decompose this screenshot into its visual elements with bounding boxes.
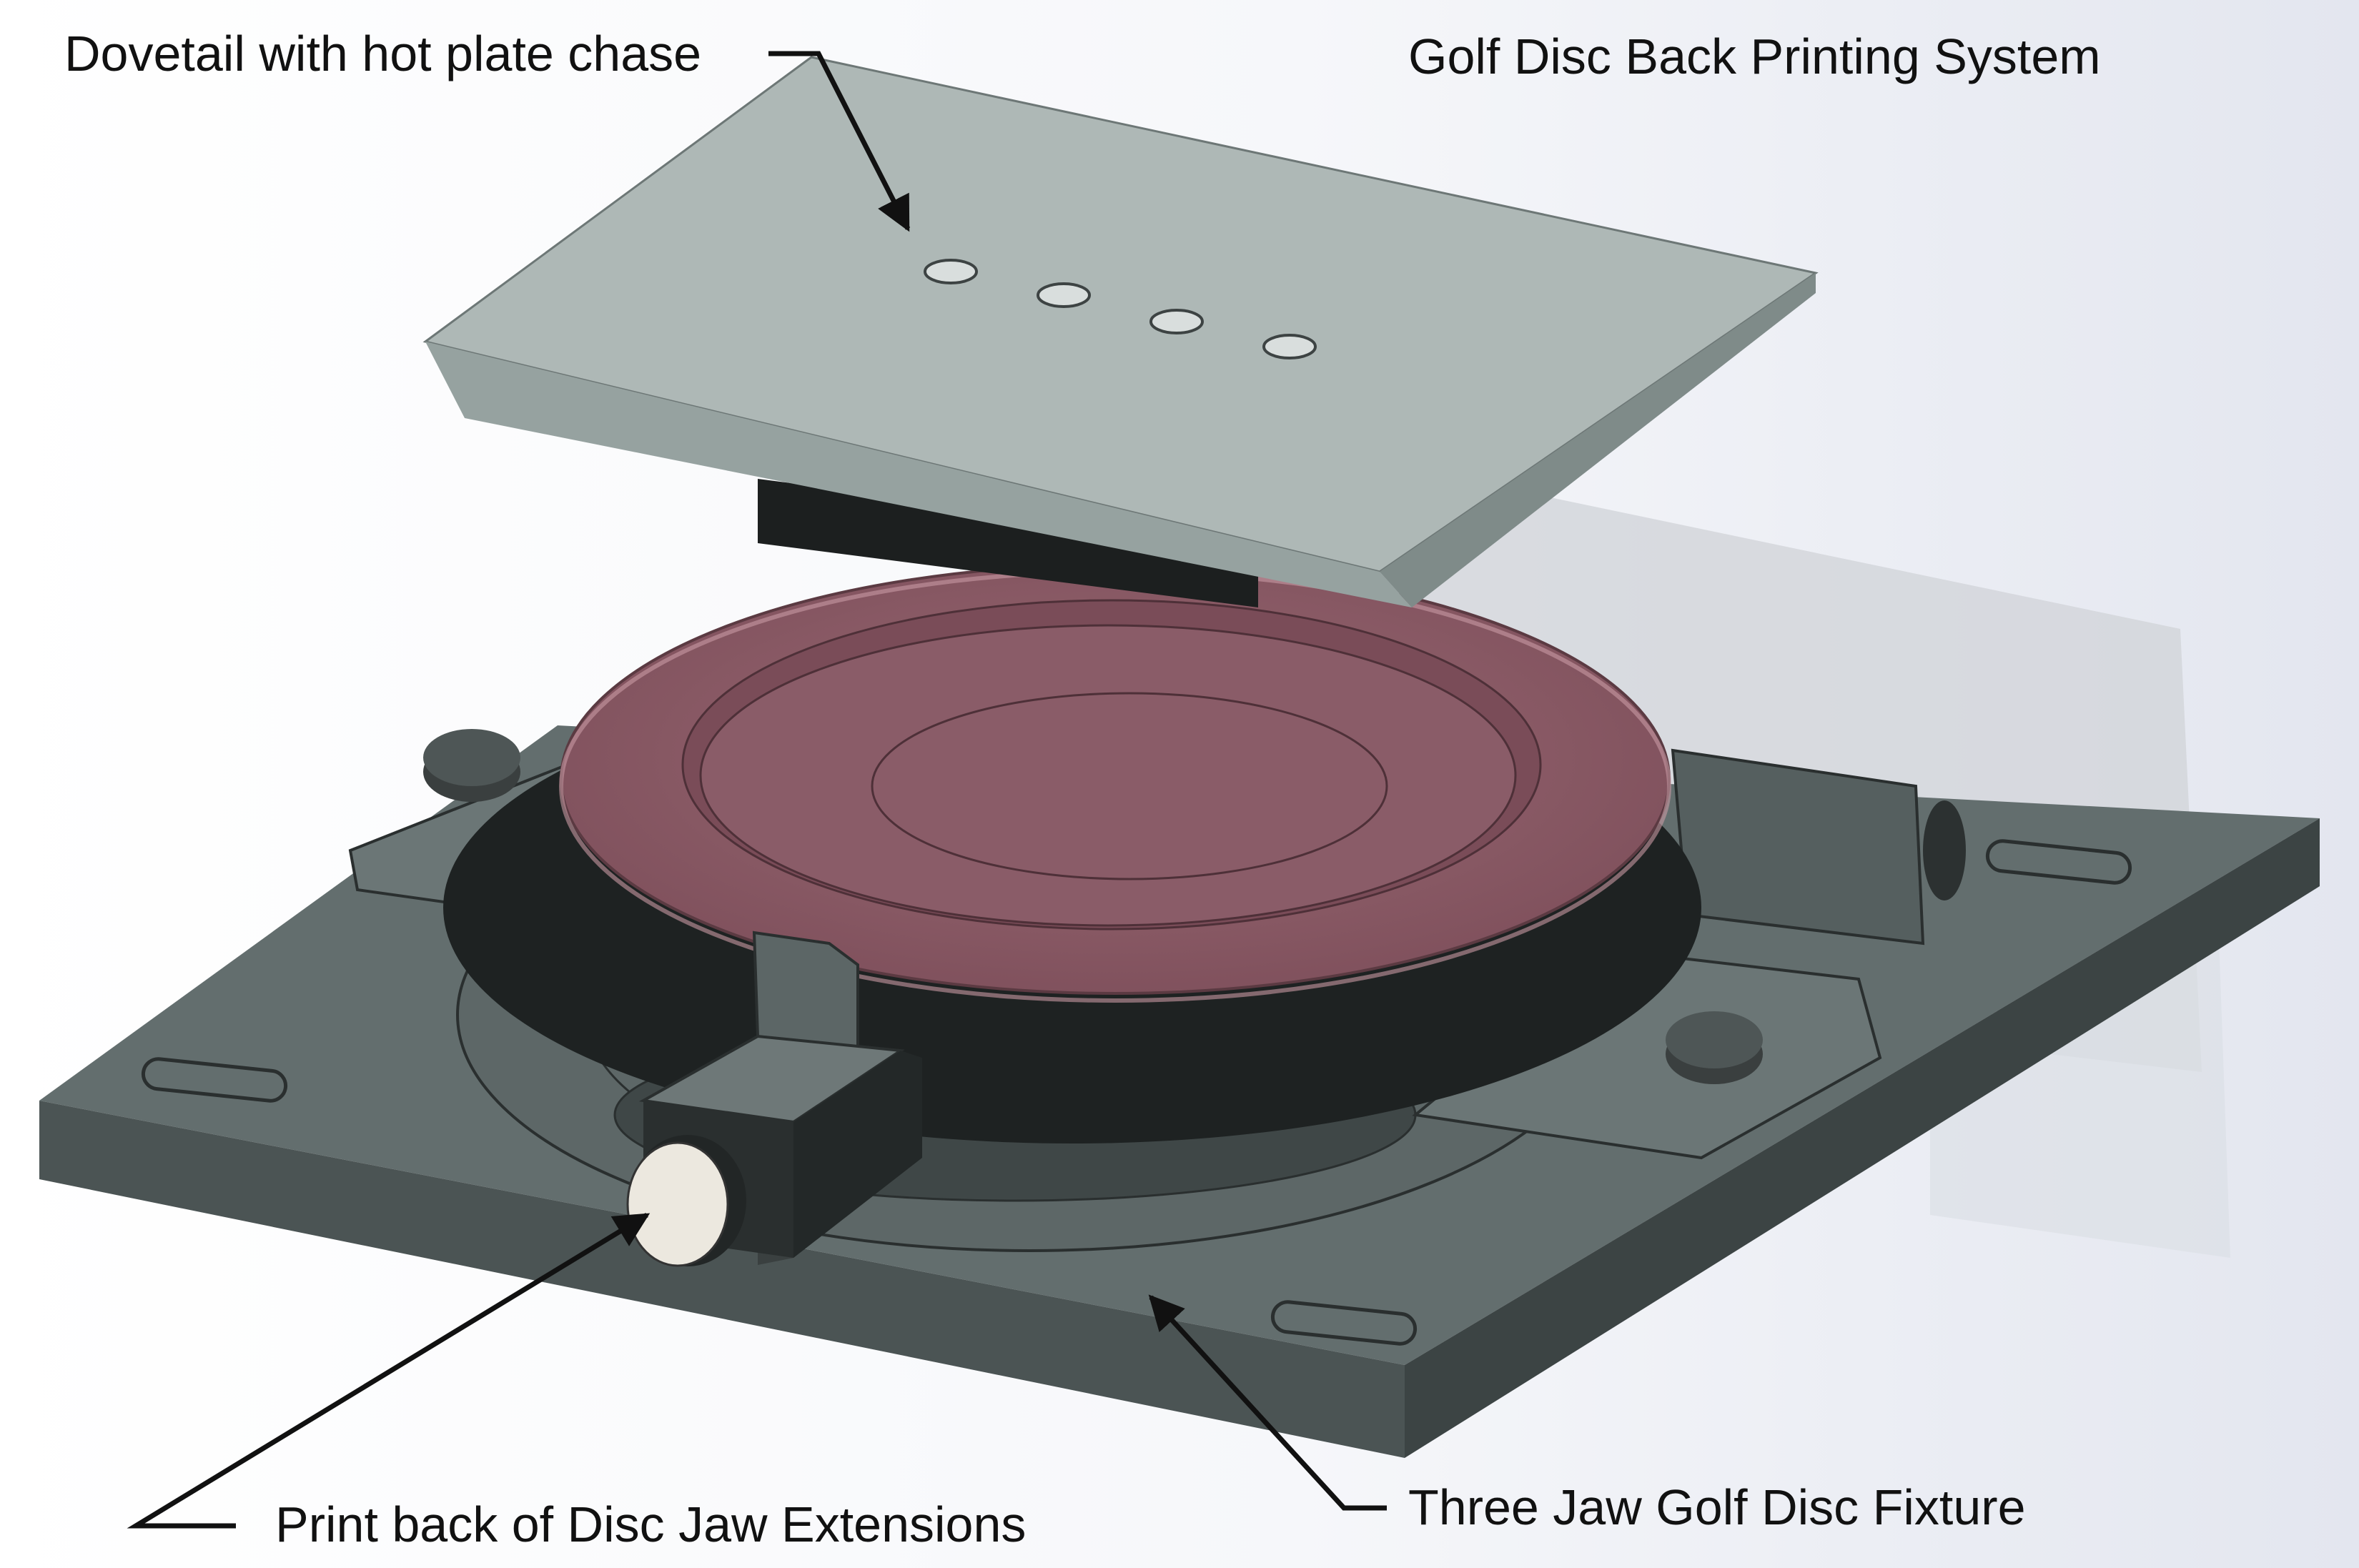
jaw-extension-front	[626, 931, 922, 1267]
fixture-callout: Three Jaw Golf Disc Fixture	[1408, 1479, 2026, 1535]
mount-slot	[1270, 1300, 1418, 1346]
mount-slot	[1985, 839, 2132, 885]
plate-front-edge	[425, 342, 1412, 607]
dovetail-plate	[422, 56, 1819, 607]
fixture-leader	[1148, 1294, 1387, 1511]
dovetail-leader	[768, 51, 911, 232]
plate-hole	[1262, 334, 1317, 359]
plate-side-edge	[1380, 273, 1816, 607]
knob	[1923, 800, 1966, 900]
jaw-extensions-callout: Print back of Disc Jaw Extensions	[275, 1497, 1027, 1552]
jaw-block-side	[793, 1051, 922, 1258]
plate-hole	[1149, 309, 1204, 334]
knob-top	[1666, 1011, 1763, 1068]
disc-flight-plate	[699, 624, 1517, 927]
base-plate-side	[1405, 818, 2320, 1458]
plate-hole	[1037, 282, 1091, 308]
plate-hole	[924, 259, 978, 284]
disc-center-ring	[871, 692, 1388, 880]
dovetail-callout: Dovetail with hot plate chase	[64, 26, 702, 81]
knob-top	[423, 729, 520, 786]
plate-underside-block	[758, 479, 1258, 607]
diagram-title: Golf Disc Back Printing System	[1408, 29, 2101, 84]
jaw-post	[752, 931, 859, 1053]
print-knob-face	[626, 1141, 729, 1267]
mount-slot	[141, 1057, 288, 1103]
leader-lines	[127, 51, 1387, 1529]
knurled-knobs	[423, 729, 1966, 1084]
base-plate-front	[39, 1101, 1405, 1458]
